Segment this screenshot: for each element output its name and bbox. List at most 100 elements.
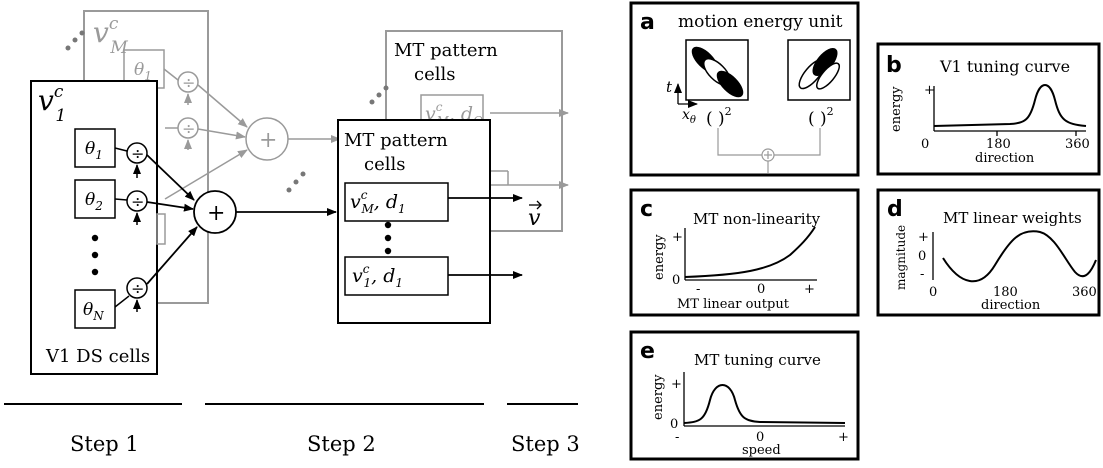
panel-d-letter: d (887, 197, 903, 222)
panel-c-ytick-0: 0 (672, 273, 680, 288)
panel-c-letter: c (640, 197, 653, 222)
panel-d-xtick-180: 180 (993, 285, 1018, 300)
panel-d: d MT linear weights magnitude + 0 - 0 18… (876, 188, 1101, 317)
sum-sign-front: + (207, 201, 225, 226)
panel-b-xtick-360: 360 (1065, 137, 1090, 152)
panel-d-title: MT linear weights (943, 209, 1082, 227)
panel-a-title: motion energy unit (678, 12, 843, 32)
theta-box-n (74, 289, 116, 329)
panel-b-title: V1 tuning curve (939, 57, 1070, 76)
panel-b-ytick-plus: + (924, 83, 935, 98)
mt-front-cell-2 (344, 256, 449, 296)
theta-label-n: θN (83, 300, 104, 323)
panel-c-title: MT non-linearity (693, 210, 821, 228)
panel-d-xtick-360: 360 (1072, 285, 1097, 300)
theta-label-1: θ1 (85, 139, 103, 162)
panel-b: b V1 tuning curve energy + 0 180 360 dir… (876, 42, 1101, 176)
mt-front-cell-1 (344, 182, 449, 222)
gabor-right-icon (798, 47, 841, 90)
filter-left-box (685, 39, 749, 101)
panel-e-curve (683, 384, 846, 424)
panel-b-letter: b (886, 53, 902, 78)
panel-b-xtick-180: 180 (986, 137, 1011, 152)
panel-c: c MT non-linearity energy + 0 - 0 + MT l… (629, 188, 860, 317)
panel-b-frame (876, 42, 1101, 176)
panel-a-square-right: ( )2 (808, 105, 834, 129)
panel-b-xlabel: direction (975, 151, 1035, 166)
panel-d-ytick-plus: + (918, 230, 929, 245)
panel-e: e MT tuning curve energy + 0 - 0 + speed (629, 330, 860, 461)
panel-d-xtick-0: 0 (929, 285, 937, 300)
panel-b-curve (933, 84, 1087, 127)
panel-d-frame (876, 188, 1101, 317)
gabor-left-icon (691, 46, 744, 98)
panel-a-axes (674, 83, 698, 108)
divide-sign-2: ÷ (131, 192, 144, 211)
panel-e-axes (683, 372, 845, 427)
front-layer (4, 80, 578, 405)
panel-b-axes (933, 86, 1086, 136)
panel-e-ytick-plus: + (671, 377, 682, 392)
panel-a: a motion energy unit t xθ ( )2 ( )2 (629, 1, 860, 177)
panel-e-ylabel: energy (651, 374, 666, 420)
panel-c-xtick-plus: + (804, 282, 815, 297)
vector-arrow-icon (529, 200, 542, 210)
panel-d-ylabel: magnitude (894, 225, 908, 290)
panel-a-letter: a (640, 10, 655, 35)
step-2-label: Step 2 (307, 432, 376, 456)
panel-c-axes (684, 228, 817, 281)
panel-e-xtick-0: 0 (756, 430, 764, 445)
panel-a-frame (629, 1, 860, 177)
divide-sign-back-2: ÷ (182, 119, 195, 138)
panel-b-xtick-0: 0 (921, 137, 929, 152)
divide-sign-back-1: ÷ (182, 73, 195, 92)
panel-d-xlabel: direction (981, 298, 1041, 313)
panel-c-ytick-plus: + (672, 230, 683, 245)
v1-front-box (30, 80, 158, 375)
panel-b-ylabel: energy (889, 86, 904, 132)
panel-c-frame (629, 188, 860, 317)
panel-c-curve (684, 226, 816, 278)
panel-a-x-label: xθ (682, 107, 696, 126)
mt-back-title-1: MT pattern (394, 40, 498, 61)
back-text: vcM θ1 ÷ ÷ + MT pattern cells vcM, dQ (93, 14, 498, 153)
v1-front-caption: V1 DS cells (45, 346, 150, 367)
output-vector-symbol: v (528, 206, 541, 231)
panel-a-t-label: t (666, 78, 673, 96)
panel-e-xtick-minus: - (675, 430, 679, 445)
panel-c-ylabel: energy (652, 234, 667, 280)
theta-label-2: θ2 (85, 190, 103, 213)
divide-sign-n: ÷ (131, 279, 144, 298)
panel-d-ytick-0: 0 (918, 249, 926, 264)
mt-back-title-2: cells (414, 64, 455, 85)
mt-front-title-1: MT pattern (344, 130, 448, 151)
panel-c-xtick-minus: - (696, 282, 700, 297)
panel-e-frame (629, 330, 860, 461)
panel-d-ytick-minus: - (920, 267, 924, 282)
divide-circle-n (126, 277, 148, 299)
panel-c-xtick-0: 0 (757, 282, 765, 297)
step-3-label: Step 3 (511, 432, 580, 456)
filter-right-box (787, 39, 851, 101)
step-1-label: Step 1 (70, 432, 139, 456)
mt-front-title-2: cells (364, 154, 405, 175)
ellipsis-dots-front (91, 221, 392, 276)
divide-circle-2 (126, 190, 148, 212)
panel-e-ytick-0: 0 (670, 417, 678, 432)
theta-back-label: θ1 (134, 60, 152, 83)
panel-e-title: MT tuning curve (694, 351, 821, 369)
panel-e-letter: e (640, 339, 655, 364)
sum-sign-back: + (259, 128, 277, 153)
divide-circle-1 (126, 142, 148, 164)
panel-e-xtick-plus: + (838, 430, 849, 445)
panel-c-xlabel: MT linear output (677, 297, 790, 312)
panel-a-combine (717, 128, 821, 173)
panel-a-square-left: ( )2 (706, 105, 732, 129)
panel-d-curve (942, 230, 1097, 283)
